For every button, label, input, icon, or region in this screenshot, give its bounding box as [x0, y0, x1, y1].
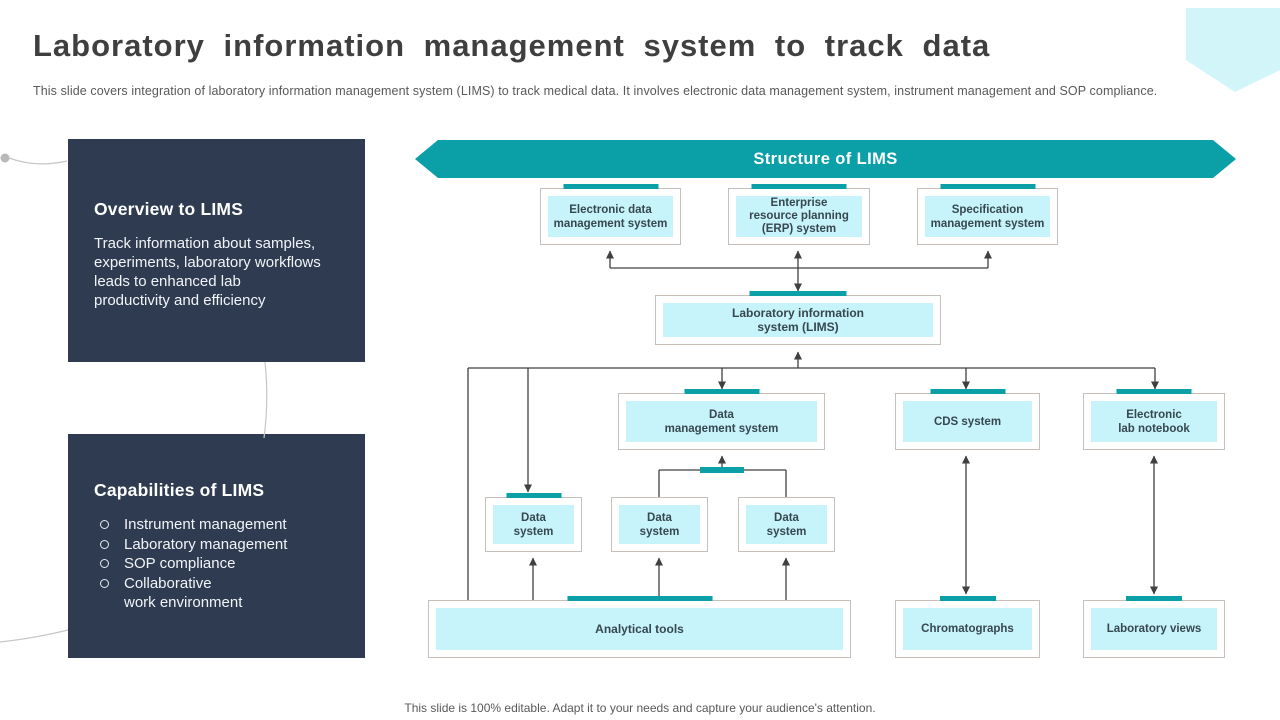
node-label: Laboratory views: [1091, 608, 1217, 650]
node-data-system-3: Data system: [738, 497, 835, 552]
node-topbar: [1126, 596, 1182, 601]
node-topbar: [684, 389, 759, 394]
list-item: SOP compliance: [94, 554, 339, 574]
node-topbar: [567, 596, 712, 601]
node-electronic-data-management-system: Electronic data management system: [540, 184, 681, 245]
node-data-system-2: Data system: [611, 497, 708, 552]
banner-label: Structure of LIMS: [753, 149, 898, 168]
list-item: Collaborative work environment: [94, 574, 339, 613]
node-topbar: [930, 389, 1005, 394]
node-topbar: [751, 184, 847, 189]
node-cds-system: CDS system: [895, 389, 1040, 450]
bullet-ring-icon: [100, 539, 109, 549]
node-label: Data system: [493, 505, 574, 544]
corner-pentagon-decoration: [1186, 8, 1280, 92]
node-laboratory-views: Laboratory views: [1083, 596, 1225, 658]
node-topbar: [940, 184, 1035, 189]
node-data-system-1: Data system: [485, 493, 582, 552]
list-item-label: SOP compliance: [124, 555, 236, 572]
node-specification-management-system: Specification management system: [917, 184, 1058, 245]
overview-panel: Overview to LIMS Track information about…: [68, 139, 365, 362]
page-title: Laboratory information management system…: [33, 28, 991, 63]
node-topbar: [939, 596, 996, 601]
node-topbar: [749, 291, 847, 296]
node-lims: Laboratory information system (LIMS): [655, 291, 941, 345]
capabilities-panel: Capabilities of LIMS Instrument manageme…: [68, 434, 365, 658]
node-topbar: [506, 493, 561, 498]
node-topbar: [563, 184, 658, 189]
node-label: Data system: [746, 505, 827, 544]
capabilities-heading: Capabilities of LIMS: [94, 480, 265, 500]
list-item: Instrument management: [94, 515, 339, 535]
bullet-ring-icon: [100, 559, 109, 568]
overview-heading: Overview to LIMS: [94, 199, 244, 219]
overview-body: Track information about samples, experim…: [94, 235, 321, 309]
node-label: Specification management system: [925, 196, 1050, 237]
list-item: Laboratory management: [94, 535, 339, 555]
node-electronic-lab-notebook: Electronic lab notebook: [1083, 389, 1225, 450]
bullet-ring-icon: [100, 520, 109, 529]
capabilities-list: Instrument management Laboratory managem…: [94, 515, 339, 613]
node-chromatographs: Chromatographs: [895, 596, 1040, 658]
node-label: Enterprise resource planning (ERP) syste…: [736, 196, 862, 237]
node-label: Data management system: [626, 401, 817, 442]
node-label: Data system: [619, 505, 700, 544]
node-data-management-system: Data management system: [618, 389, 825, 450]
node-topbar: [1116, 389, 1192, 394]
node-label: CDS system: [903, 401, 1032, 442]
slide-subtitle: This slide covers integration of laborat…: [33, 84, 1158, 98]
list-item-label: Instrument management: [124, 516, 287, 533]
node-label: Electronic data management system: [548, 196, 673, 237]
node-label: Chromatographs: [903, 608, 1032, 650]
node-erp-system: Enterprise resource planning (ERP) syste…: [728, 184, 870, 245]
footer-note: This slide is 100% editable. Adapt it to…: [404, 701, 876, 715]
node-analytical-tools: Analytical tools: [428, 596, 851, 658]
list-item-label: Collaborative work environment: [124, 574, 243, 612]
structure-banner: Structure of LIMS: [415, 140, 1236, 178]
bullet-ring-icon: [100, 578, 109, 588]
node-label: Electronic lab notebook: [1091, 401, 1217, 442]
node-label: Analytical tools: [436, 608, 843, 650]
list-item-label: Laboratory management: [124, 535, 288, 553]
node-label: Laboratory information system (LIMS): [663, 303, 933, 337]
